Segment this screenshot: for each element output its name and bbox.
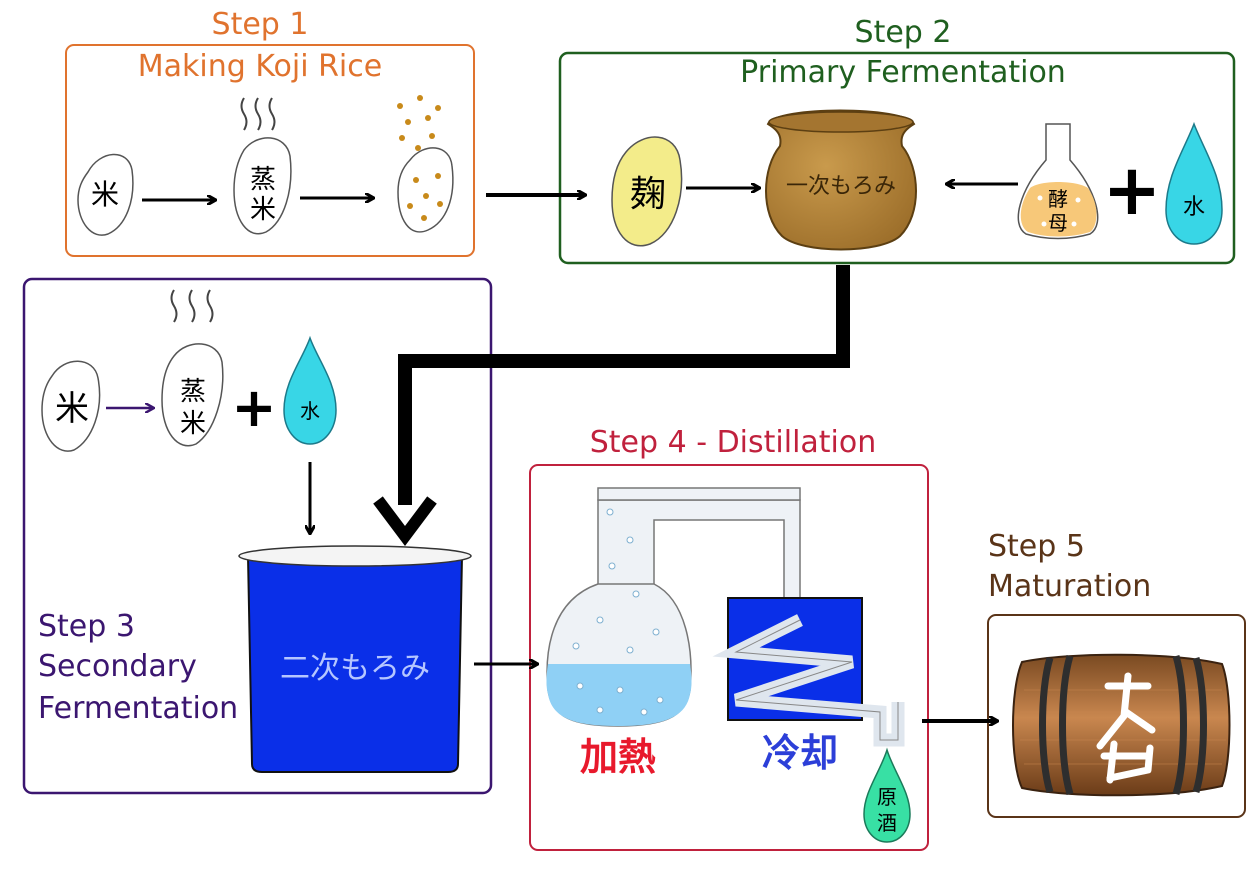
steamed-kanji-top-step3: 蒸	[180, 377, 206, 407]
plus-sign-step3: +	[231, 376, 276, 439]
step1-label: Step 1	[211, 7, 309, 42]
plus-sign-step2: +	[1103, 149, 1162, 231]
step3-title-line1: Secondary	[38, 649, 197, 684]
steamed-kanji-top: 蒸	[250, 165, 276, 195]
step2-box	[558, 51, 1236, 265]
steamed-kanji-bottom-step3: 米	[180, 409, 206, 439]
arrow-step2-to-step3	[398, 265, 850, 505]
step2-title: Primary Fermentation	[740, 55, 1066, 90]
koji-grain-icon: 麹	[611, 136, 683, 247]
step5-box	[987, 614, 1246, 818]
step4-box	[529, 464, 929, 851]
rice-kanji-step3: 米	[55, 389, 89, 429]
pot-label: 一次もろみ	[786, 174, 896, 199]
koji-spores-icon	[397, 95, 441, 151]
yeast-kanji-top: 酵	[1048, 187, 1068, 211]
water-drop-icon: 水	[1165, 121, 1223, 245]
step5-title: Maturation	[988, 569, 1152, 604]
koji-kanji: 麹	[630, 174, 666, 215]
yeast-flask-icon: 酵 母	[1017, 123, 1099, 240]
tank-label: 二次もろみ	[280, 651, 430, 686]
heating-label: 加熱	[580, 734, 656, 779]
steamed-rice-icon: 蒸 米	[233, 137, 292, 235]
step4-title: Step 4 - Distillation	[589, 425, 877, 460]
steamed-rice-icon-step3: 蒸 米	[161, 343, 224, 447]
step3-box	[22, 277, 493, 795]
step3-title-line2: Fermentation	[38, 691, 239, 726]
step1-box	[65, 44, 475, 257]
water-drop-icon-step3: 水	[283, 335, 337, 445]
step2-label: Step 2	[854, 15, 952, 50]
barrel-brand-mark	[1096, 672, 1156, 784]
step1-title: Making Koji Rice	[137, 49, 383, 84]
distillation-apparatus-icon	[546, 487, 905, 747]
rice-kanji: 米	[91, 178, 119, 211]
step5-label: Step 5	[988, 529, 1085, 564]
steam-icon-step3	[170, 289, 214, 323]
step3-label: Step 3	[38, 609, 135, 644]
koji-rice-icon	[397, 147, 454, 233]
fermentation-pot-icon: 一次もろみ	[765, 109, 917, 251]
steamed-kanji-bottom: 米	[250, 195, 276, 225]
sake-kanji-top: 原	[877, 785, 897, 809]
cooling-label: 冷却	[762, 730, 838, 775]
secondary-tank-icon: 二次もろみ	[238, 545, 472, 773]
sake-kanji-bottom: 酒	[877, 811, 897, 835]
rice-grain-icon-step3: 米	[41, 360, 101, 452]
steam-icon	[240, 97, 276, 131]
water-kanji-step3: 水	[300, 399, 320, 423]
water-kanji: 水	[1183, 195, 1205, 220]
yeast-kanji-bottom: 母	[1048, 211, 1068, 235]
rice-grain-icon: 米	[77, 153, 134, 236]
sake-drop-icon: 原 酒	[863, 747, 911, 843]
barrel-icon	[1012, 653, 1231, 797]
